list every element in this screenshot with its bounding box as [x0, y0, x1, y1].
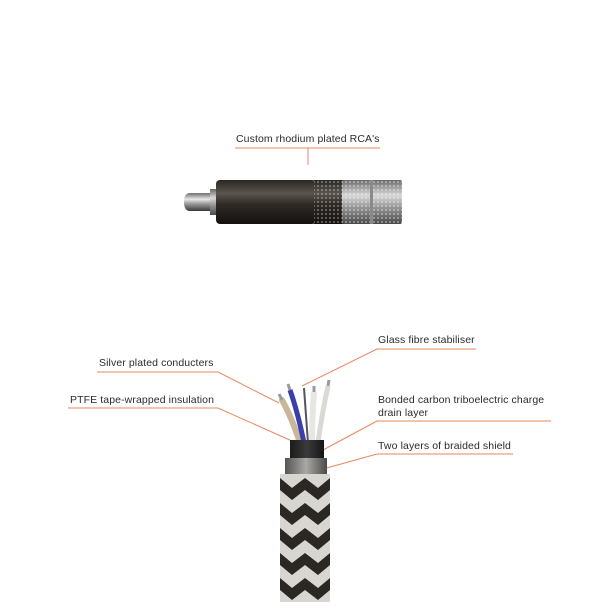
leader-ptfe — [68, 407, 293, 442]
label-glass-fibre: Glass fibre stabiliser — [378, 334, 475, 346]
leader-braid — [322, 453, 513, 470]
label-braided-shield: Two layers of braided shield — [378, 440, 511, 452]
label-carbon-drain: Bonded carbon triboelectric charge drain… — [378, 394, 545, 419]
label-silver-conductors: Silver plated conducters — [99, 357, 214, 369]
rca-connector-illustration — [184, 180, 402, 224]
cable-cross-section-illustration — [277, 379, 331, 602]
label-ptfe-insulation: PTFE tape-wrapped insulation — [70, 394, 215, 406]
label-rca: Custom rhodium plated RCA's — [236, 133, 380, 145]
